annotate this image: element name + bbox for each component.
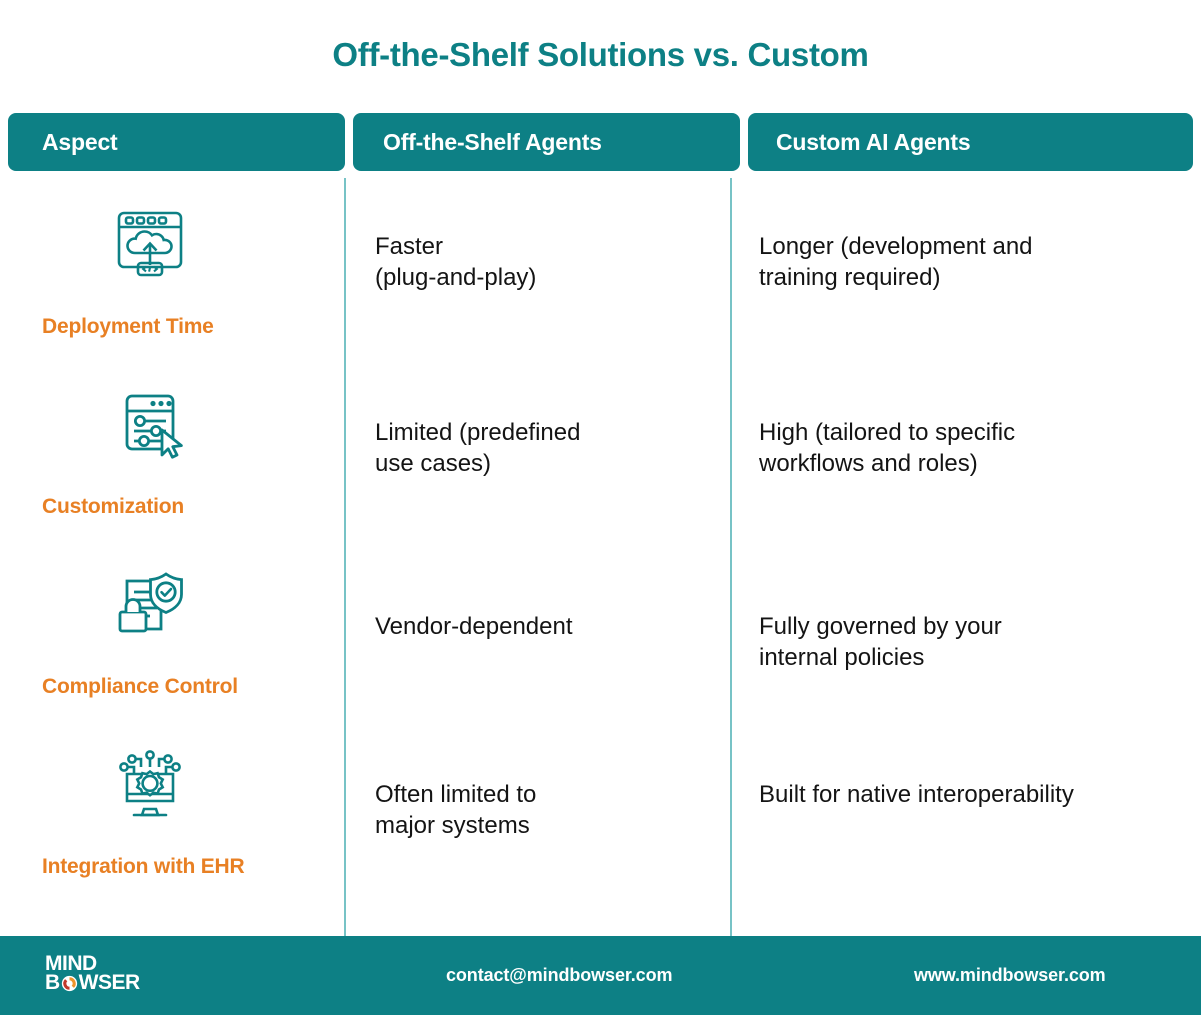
column-header-custom: Custom AI Agents [748,113,1193,171]
aspect-label: Integration with EHR [42,855,245,878]
document-shield-lock-icon [0,568,300,645]
custom-text: High (tailored to specific workflows and… [759,419,1016,477]
mindbowser-logo: MIND B WSER [45,952,205,995]
column-divider-1 [344,178,346,936]
off-the-shelf-text: Faster (plug-and-play) [375,233,537,291]
off-the-shelf-cell: Limited (predefined use cases) [375,370,725,550]
monitor-gear-network-icon [0,748,300,825]
column-header-aspect-label: Aspect [42,128,118,155]
off-the-shelf-cell: Faster (plug-and-play) [375,190,725,370]
column-header-off-the-shelf-label: Off-the-Shelf Agents [383,128,602,155]
table-row: Compliance Control Vendor-dependent Full… [0,550,1201,730]
custom-text: Fully governed by your internal policies [759,613,1002,671]
logo-line-2-after: WSER [78,971,141,995]
table-row: Deployment Time Faster (plug-and-play) L… [0,190,1201,370]
logo-line-2-before: B [45,971,60,995]
swirl-icon [61,975,78,992]
off-the-shelf-cell: Often limited to major systems [375,730,725,910]
table-row: Customization Limited (predefined use ca… [0,370,1201,550]
aspect-cell: Deployment Time [0,190,344,370]
footer-email[interactable]: contact@mindbowser.com [446,965,673,985]
column-header-aspect: Aspect [8,113,345,171]
off-the-shelf-text: Vendor-dependent [375,613,573,640]
aspect-label: Customization [42,495,185,518]
column-header-custom-label: Custom AI Agents [776,128,971,155]
off-the-shelf-text: Often limited to major systems [375,781,537,839]
page-title: Off-the-Shelf Solutions vs. Custom [332,36,869,73]
table-body: Deployment Time Faster (plug-and-play) L… [0,178,1201,936]
custom-cell: Built for native interoperability [759,730,1189,910]
custom-cell: High (tailored to specific workflows and… [759,370,1189,550]
table-row: Integration with EHR Often limited to ma… [0,730,1201,910]
aspect-label: Deployment Time [42,315,214,338]
aspect-label: Compliance Control [42,675,238,698]
cloud-upload-browser-icon [0,208,300,285]
footer-website[interactable]: www.mindbowser.com [914,965,1106,985]
table-header-row: Aspect Off-the-Shelf Agents Custom AI Ag… [8,113,1193,171]
aspect-cell: Customization [0,370,344,550]
settings-sliders-cursor-icon [0,388,300,465]
custom-cell: Longer (development and training require… [759,190,1189,370]
off-the-shelf-cell: Vendor-dependent [375,550,725,730]
footer-bar: MIND B WSER contact@mindbowser.com www.m… [0,936,1201,1015]
aspect-cell: Integration with EHR [0,730,344,910]
column-header-off-the-shelf: Off-the-Shelf Agents [353,113,740,171]
logo-line-2: B WSER [45,971,205,995]
custom-cell: Fully governed by your internal policies [759,550,1189,730]
logo-line-1: MIND [45,952,97,975]
aspect-cell: Compliance Control [0,550,344,730]
custom-text: Longer (development and training require… [759,233,1033,291]
custom-text: Built for native interoperability [759,781,1074,808]
column-divider-2 [730,178,732,936]
off-the-shelf-text: Limited (predefined use cases) [375,419,581,477]
